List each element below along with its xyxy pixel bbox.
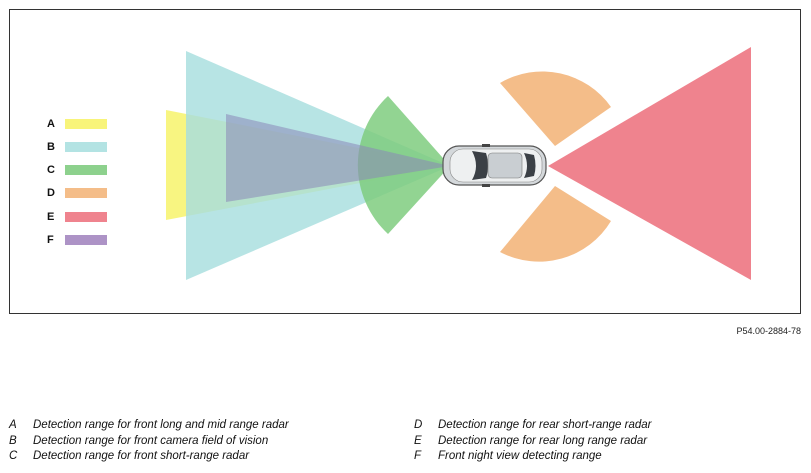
legend-item-f: F (47, 234, 107, 246)
description-a: A Detection range for front long and mid … (9, 419, 289, 431)
range-f-night-view (226, 114, 450, 202)
legend-letter: C (47, 164, 55, 176)
description-key: E (414, 435, 422, 447)
legend-letter: E (47, 211, 55, 223)
description-text: Detection range for front camera field o… (33, 435, 269, 447)
legend-item-b: B (47, 141, 107, 153)
range-d-rear-short-radar-right (500, 186, 611, 262)
description-text: Detection range for rear long range rada… (438, 435, 648, 447)
legend-item-a: A (47, 118, 107, 130)
description-key: A (9, 419, 17, 431)
description-text: Detection range for front long and mid r… (33, 419, 289, 431)
description-e: E Detection range for rear long range rad… (414, 435, 647, 447)
legend-letter: A (47, 118, 55, 130)
description-key: D (414, 419, 423, 431)
legend-swatch (65, 119, 107, 129)
description-key: C (9, 450, 18, 462)
description-c: C Detection range for front short-range r… (9, 450, 249, 462)
legend-item-e: E (47, 211, 107, 223)
range-e-rear-long-radar (548, 47, 751, 280)
legend-swatch (65, 142, 107, 152)
description-key: B (9, 435, 17, 447)
legend-letter: D (47, 187, 55, 199)
sensor-range-diagram (166, 47, 751, 280)
legend-item-c: C (47, 164, 107, 176)
legend-swatch (65, 235, 107, 245)
range-d-rear-short-radar-left (500, 71, 611, 146)
figure-id: P54.00-2884-78 (736, 326, 801, 336)
description-b: B Detection range for front camera field … (9, 435, 268, 447)
legend-swatch (65, 212, 107, 222)
description-text: Front night view detecting range (438, 450, 602, 462)
car-top-view (442, 144, 547, 187)
legend-item-d: D (47, 187, 107, 199)
description-text: Detection range for rear short-range rad… (438, 419, 652, 431)
description-f: F Front night view detecting range (414, 450, 602, 462)
description-key: F (414, 450, 422, 462)
description-text: Detection range for front short-range ra… (33, 450, 250, 462)
legend-letter: B (47, 141, 55, 153)
description-d: D Detection range for rear short-range ra… (414, 419, 652, 431)
legend-swatch (65, 165, 107, 175)
legend-letter: F (47, 234, 54, 246)
legend-swatch (65, 188, 107, 198)
diagram-frame: A B C D E F (9, 9, 801, 314)
